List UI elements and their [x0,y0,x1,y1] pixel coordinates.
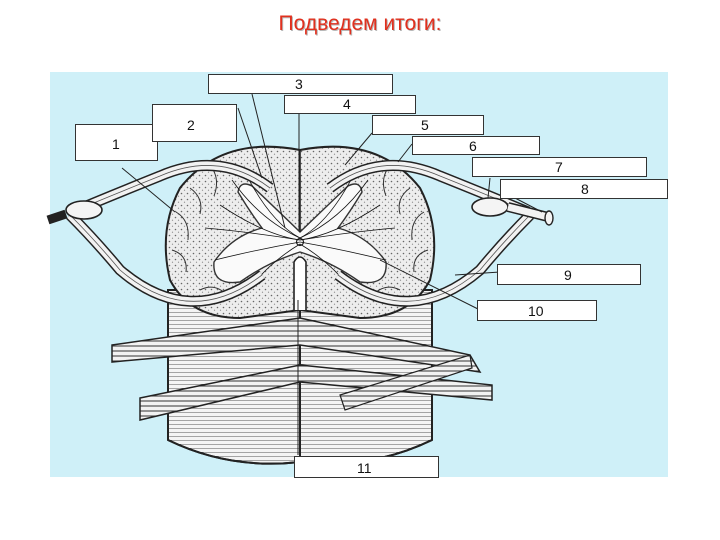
label-box-7[interactable]: 7 [472,157,647,177]
label-11: 11 [357,460,372,476]
label-box-10[interactable]: 10 [477,300,597,321]
label-6: 6 [469,138,477,154]
label-5: 5 [421,117,429,133]
right-spinal-ganglion [471,197,509,217]
label-box-4[interactable]: 4 [284,95,416,114]
label-leader-lines [121,93,543,455]
slide-title: Подведем итоги: [278,12,442,35]
label-4: 4 [343,96,351,112]
spinal-roots-and-nerve [46,159,554,307]
label-box-1[interactable]: 1 [75,124,158,161]
label-3: 3 [295,76,303,92]
label-1: 1 [112,136,120,152]
crossing-fiber-bundles [111,317,493,421]
label-9: 9 [564,267,572,283]
label-box-5[interactable]: 5 [372,115,484,135]
label-10: 10 [528,303,544,319]
label-box-8[interactable]: 8 [500,179,668,199]
label-7: 7 [555,159,563,175]
label-box-2[interactable]: 2 [152,104,237,142]
label-2: 2 [187,117,195,133]
label-box-6[interactable]: 6 [412,136,540,155]
label-box-11[interactable]: 11 [294,456,439,478]
label-box-3[interactable]: 3 [208,74,393,94]
label-box-9[interactable]: 9 [497,264,641,285]
left-spinal-ganglion [65,200,103,220]
spinal-cord-cross-section [164,145,436,320]
label-8: 8 [581,181,589,197]
